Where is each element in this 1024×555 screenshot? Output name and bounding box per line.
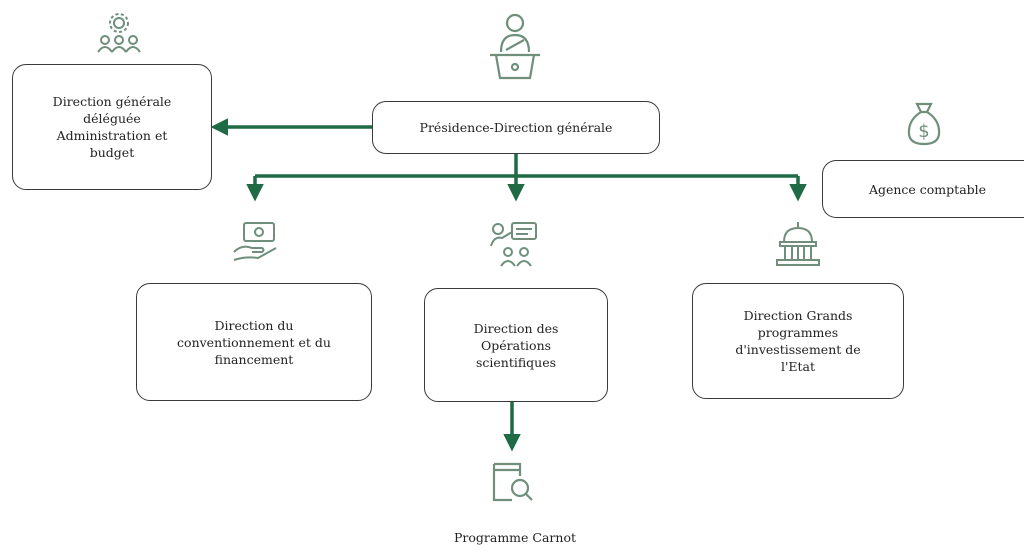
node-dg-deleguee-label: Direction générale déléguée Administrati… bbox=[52, 94, 172, 160]
gear-people-icon bbox=[97, 13, 141, 53]
node-carnot-label: Programme Carnot bbox=[453, 530, 576, 545]
document-search-icon bbox=[492, 462, 533, 502]
node-dg-deleguee: Direction générale déléguée Administrati… bbox=[12, 64, 212, 190]
government-building-icon bbox=[776, 222, 820, 266]
money-hand-icon bbox=[233, 222, 277, 261]
node-grands-programmes: Direction Grands programmes d'investisse… bbox=[692, 283, 904, 399]
team-presentation-icon bbox=[490, 222, 537, 267]
node-conventionnement: Direction du conventionnement et du fina… bbox=[136, 283, 372, 401]
svg-text:$: $ bbox=[918, 121, 929, 142]
node-grands-programmes-label: Direction Grands programmes d'investisse… bbox=[735, 308, 861, 374]
node-operations-label: Direction des Opérations scientifiques bbox=[473, 320, 559, 370]
speaker-podium-icon bbox=[490, 13, 540, 80]
node-conventionnement-label: Direction du conventionnement et du fina… bbox=[177, 317, 331, 367]
money-bag-icon: $ bbox=[907, 102, 941, 146]
node-agence-label: Agence comptable bbox=[868, 181, 987, 197]
node-presidence: Présidence-Direction générale bbox=[372, 101, 660, 154]
node-presidence-label: Présidence-Direction générale bbox=[419, 120, 613, 135]
node-operations: Direction des Opérations scientifiques bbox=[424, 288, 608, 402]
node-agence-comptable: Agence comptable bbox=[822, 160, 1024, 218]
